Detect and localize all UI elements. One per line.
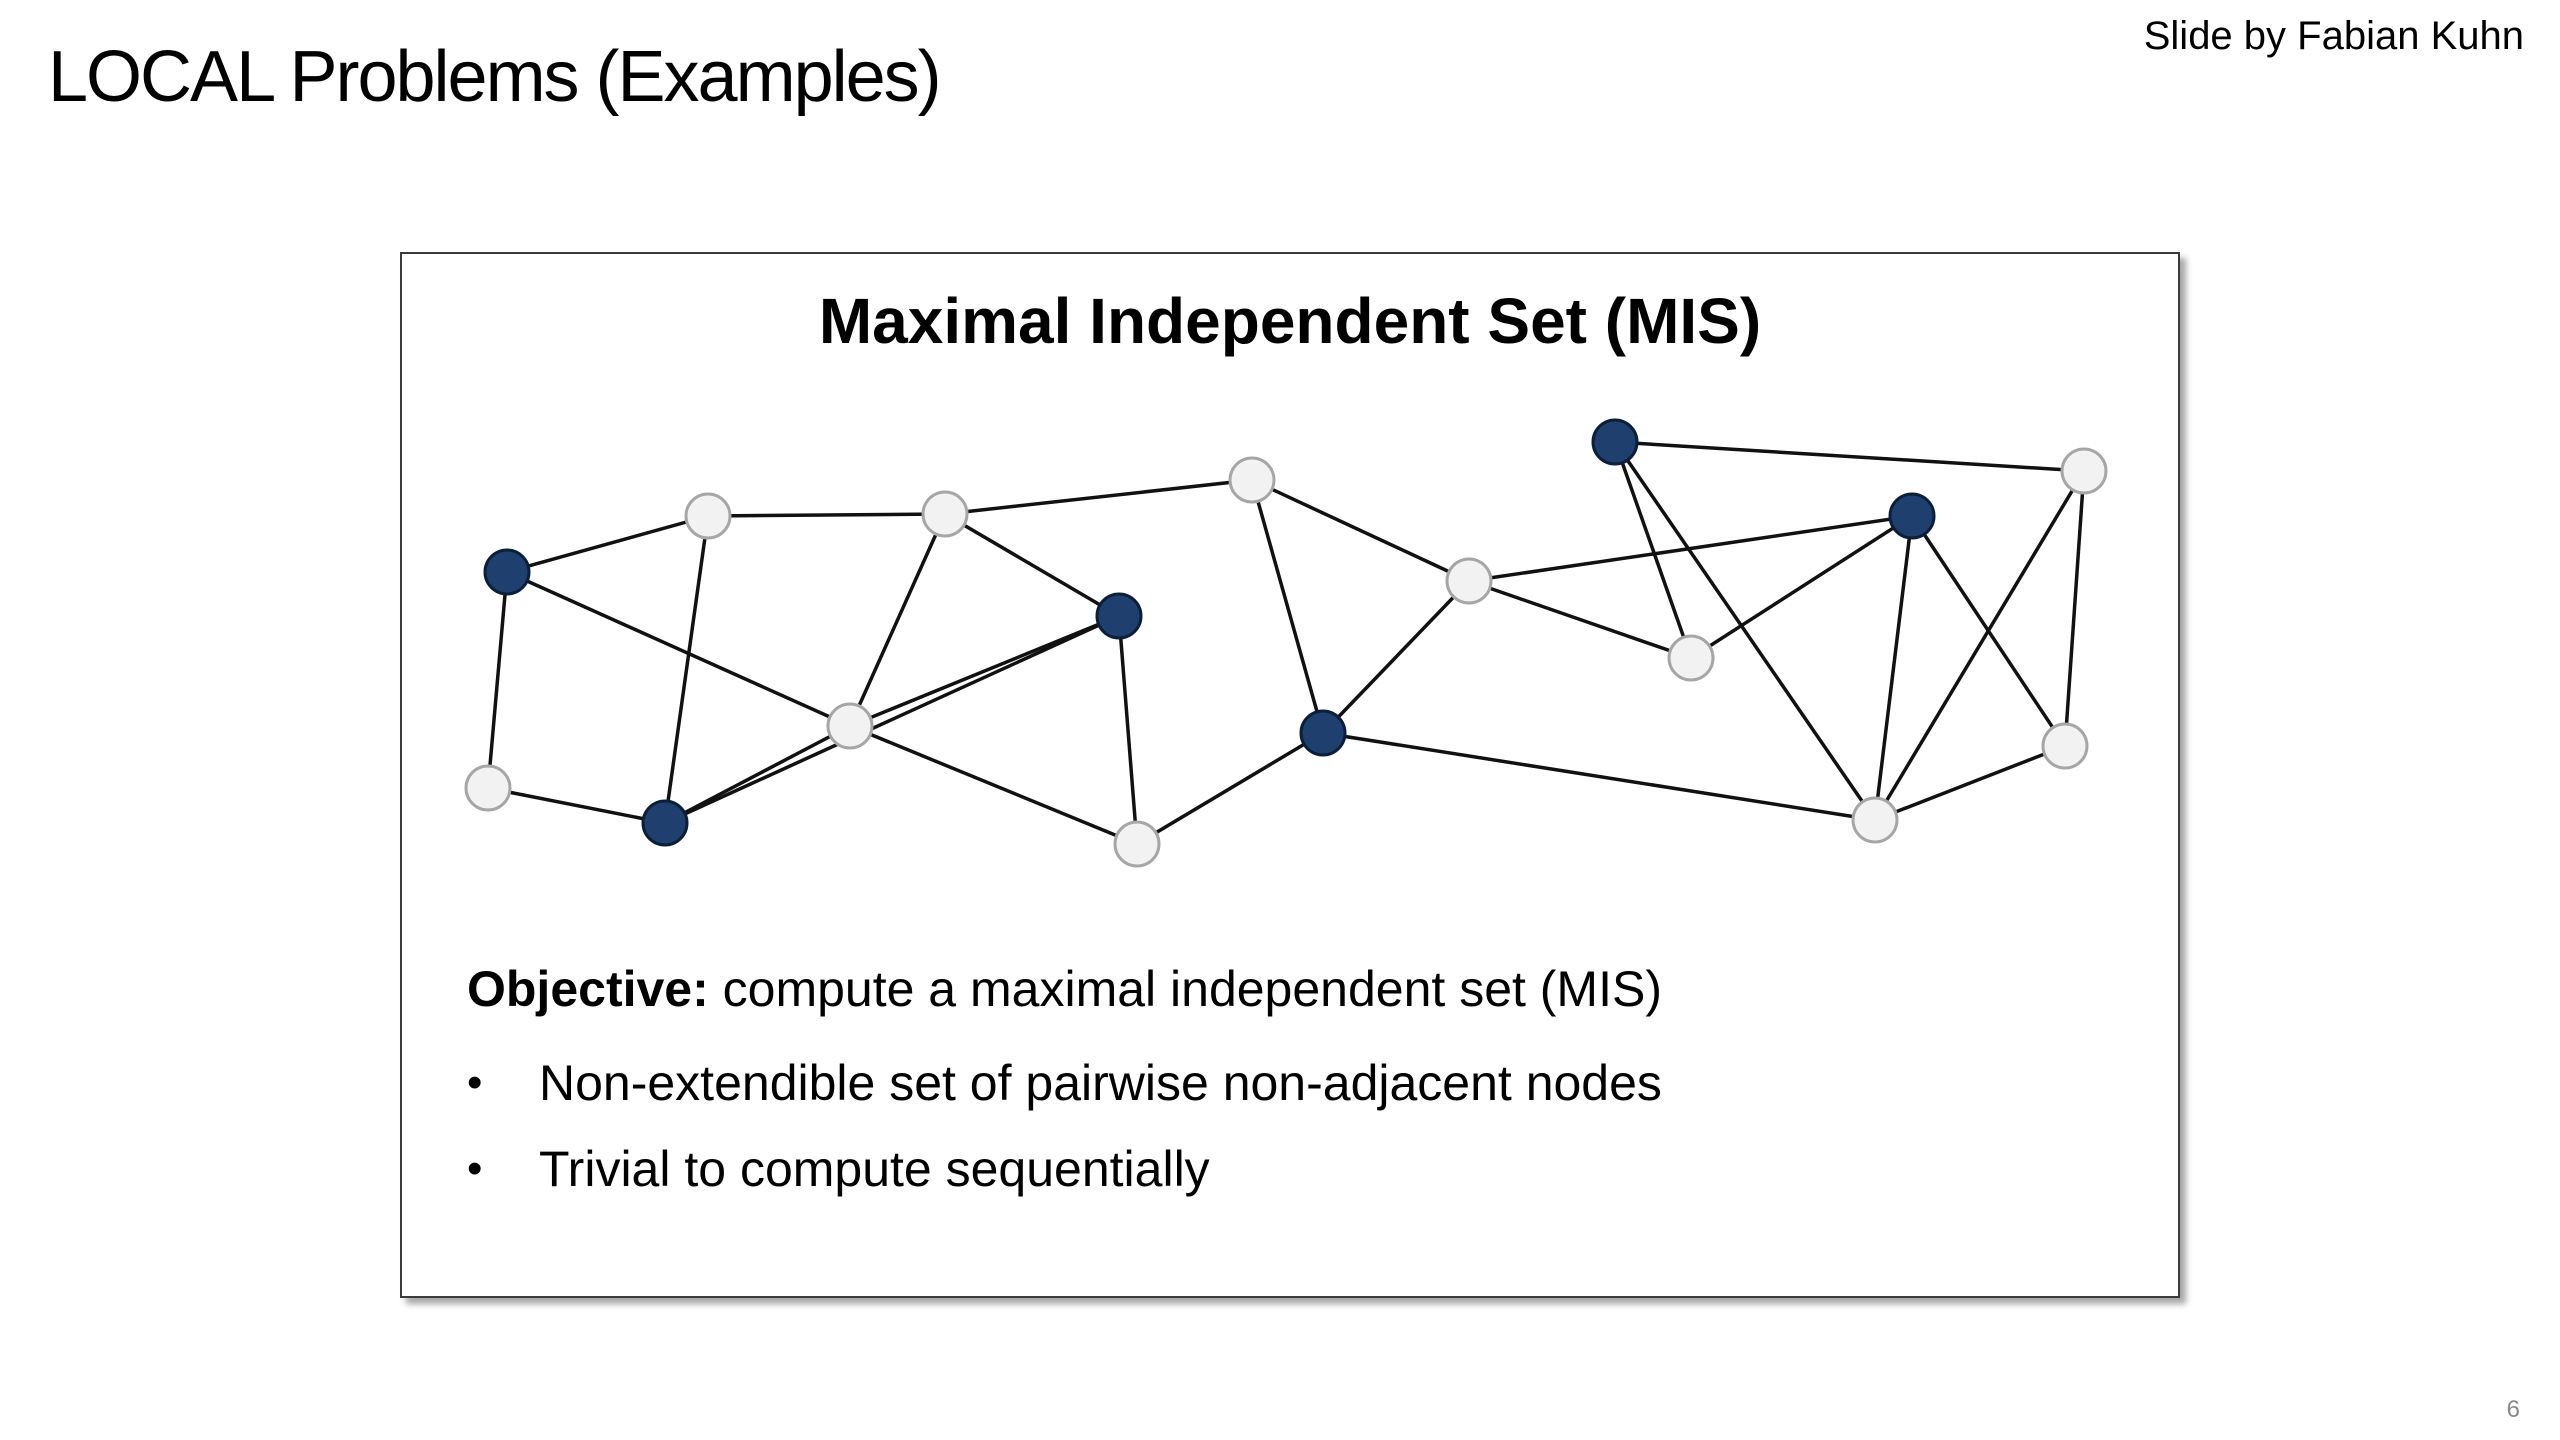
bullet-text: Non-extendible set of pairwise non-adjac… bbox=[539, 1055, 1662, 1111]
graph-edge bbox=[1690, 514, 1913, 660]
bullet-dot-icon: • bbox=[467, 1058, 483, 1107]
slide-number: 6 bbox=[2506, 1396, 2520, 1423]
graph-edge bbox=[944, 512, 1120, 618]
mis-node bbox=[1095, 592, 1143, 640]
graph-edge bbox=[1468, 579, 1692, 660]
graph-edge bbox=[506, 514, 709, 574]
graph-edge bbox=[1136, 731, 1324, 846]
objective-text: compute a maximal independent set (MIS) bbox=[708, 961, 1662, 1017]
graph-edge bbox=[487, 786, 666, 825]
graph-edge bbox=[1250, 479, 1325, 734]
graph-edge bbox=[1614, 440, 2085, 473]
graph-node bbox=[1445, 557, 1493, 605]
graph-node bbox=[2060, 447, 2108, 495]
graph-node bbox=[1667, 634, 1715, 682]
graph-edge bbox=[1874, 744, 2066, 822]
graph-edge bbox=[506, 570, 851, 728]
graph-edge bbox=[486, 571, 509, 789]
graph-edge bbox=[848, 513, 947, 727]
edges-layer bbox=[486, 440, 2086, 846]
graph-edge bbox=[1322, 731, 1876, 822]
graph-node bbox=[684, 492, 732, 540]
mis-node bbox=[1888, 492, 1936, 540]
mis-node bbox=[641, 799, 689, 847]
graph-edge bbox=[1117, 615, 1139, 845]
graph-edge bbox=[1873, 515, 1914, 821]
graph-edge bbox=[1251, 478, 1470, 583]
mis-node bbox=[483, 548, 531, 596]
bullet-item: • Trivial to compute sequentially bbox=[467, 1140, 1662, 1198]
graph-edge bbox=[664, 724, 851, 825]
graph-node bbox=[921, 490, 969, 538]
graph-edge bbox=[1321, 579, 1471, 735]
mis-node bbox=[1299, 709, 1347, 757]
graph-node bbox=[826, 702, 874, 750]
mis-node bbox=[1591, 418, 1639, 466]
mis-content-box: Maximal Independent Set (MIS) Objective:… bbox=[400, 252, 2180, 1298]
graph-node bbox=[464, 764, 512, 812]
graph-edge bbox=[707, 512, 946, 518]
graph-node bbox=[1851, 796, 1899, 844]
graph-edge bbox=[1613, 441, 1877, 821]
slide-title: LOCAL Problems (Examples) bbox=[48, 37, 942, 117]
graph-edge bbox=[944, 478, 1253, 516]
graph-edge bbox=[2063, 470, 2086, 747]
nodes-layer bbox=[464, 418, 2108, 868]
graph-edge bbox=[1613, 441, 1693, 659]
objective: Objective: compute a maximal independent… bbox=[467, 960, 1662, 1018]
graph-edge bbox=[663, 515, 710, 824]
mis-graph-diagram bbox=[464, 418, 2108, 868]
graph-edge bbox=[849, 614, 1120, 728]
bullet-dot-icon: • bbox=[467, 1144, 483, 1193]
graph-edge bbox=[1468, 514, 1913, 583]
graph-node bbox=[2041, 722, 2089, 770]
graph-edge bbox=[1910, 515, 2067, 747]
box-title: Maximal Independent Set (MIS) bbox=[818, 285, 1762, 357]
graph-edge bbox=[664, 614, 1120, 825]
bullet-list: • Non-extendible set of pairwise non-adj… bbox=[467, 1054, 1662, 1226]
bullet-item: • Non-extendible set of pairwise non-adj… bbox=[467, 1054, 1662, 1112]
graph-edge bbox=[1873, 470, 2086, 821]
bullet-text: Trivial to compute sequentially bbox=[539, 1141, 1210, 1197]
slide-credit: Slide by Fabian Kuhn bbox=[2143, 14, 2524, 58]
graph-edge bbox=[849, 724, 1138, 846]
objective-label: Objective: bbox=[467, 961, 709, 1017]
graph-node bbox=[1228, 456, 1276, 504]
graph-node bbox=[1113, 820, 1161, 868]
